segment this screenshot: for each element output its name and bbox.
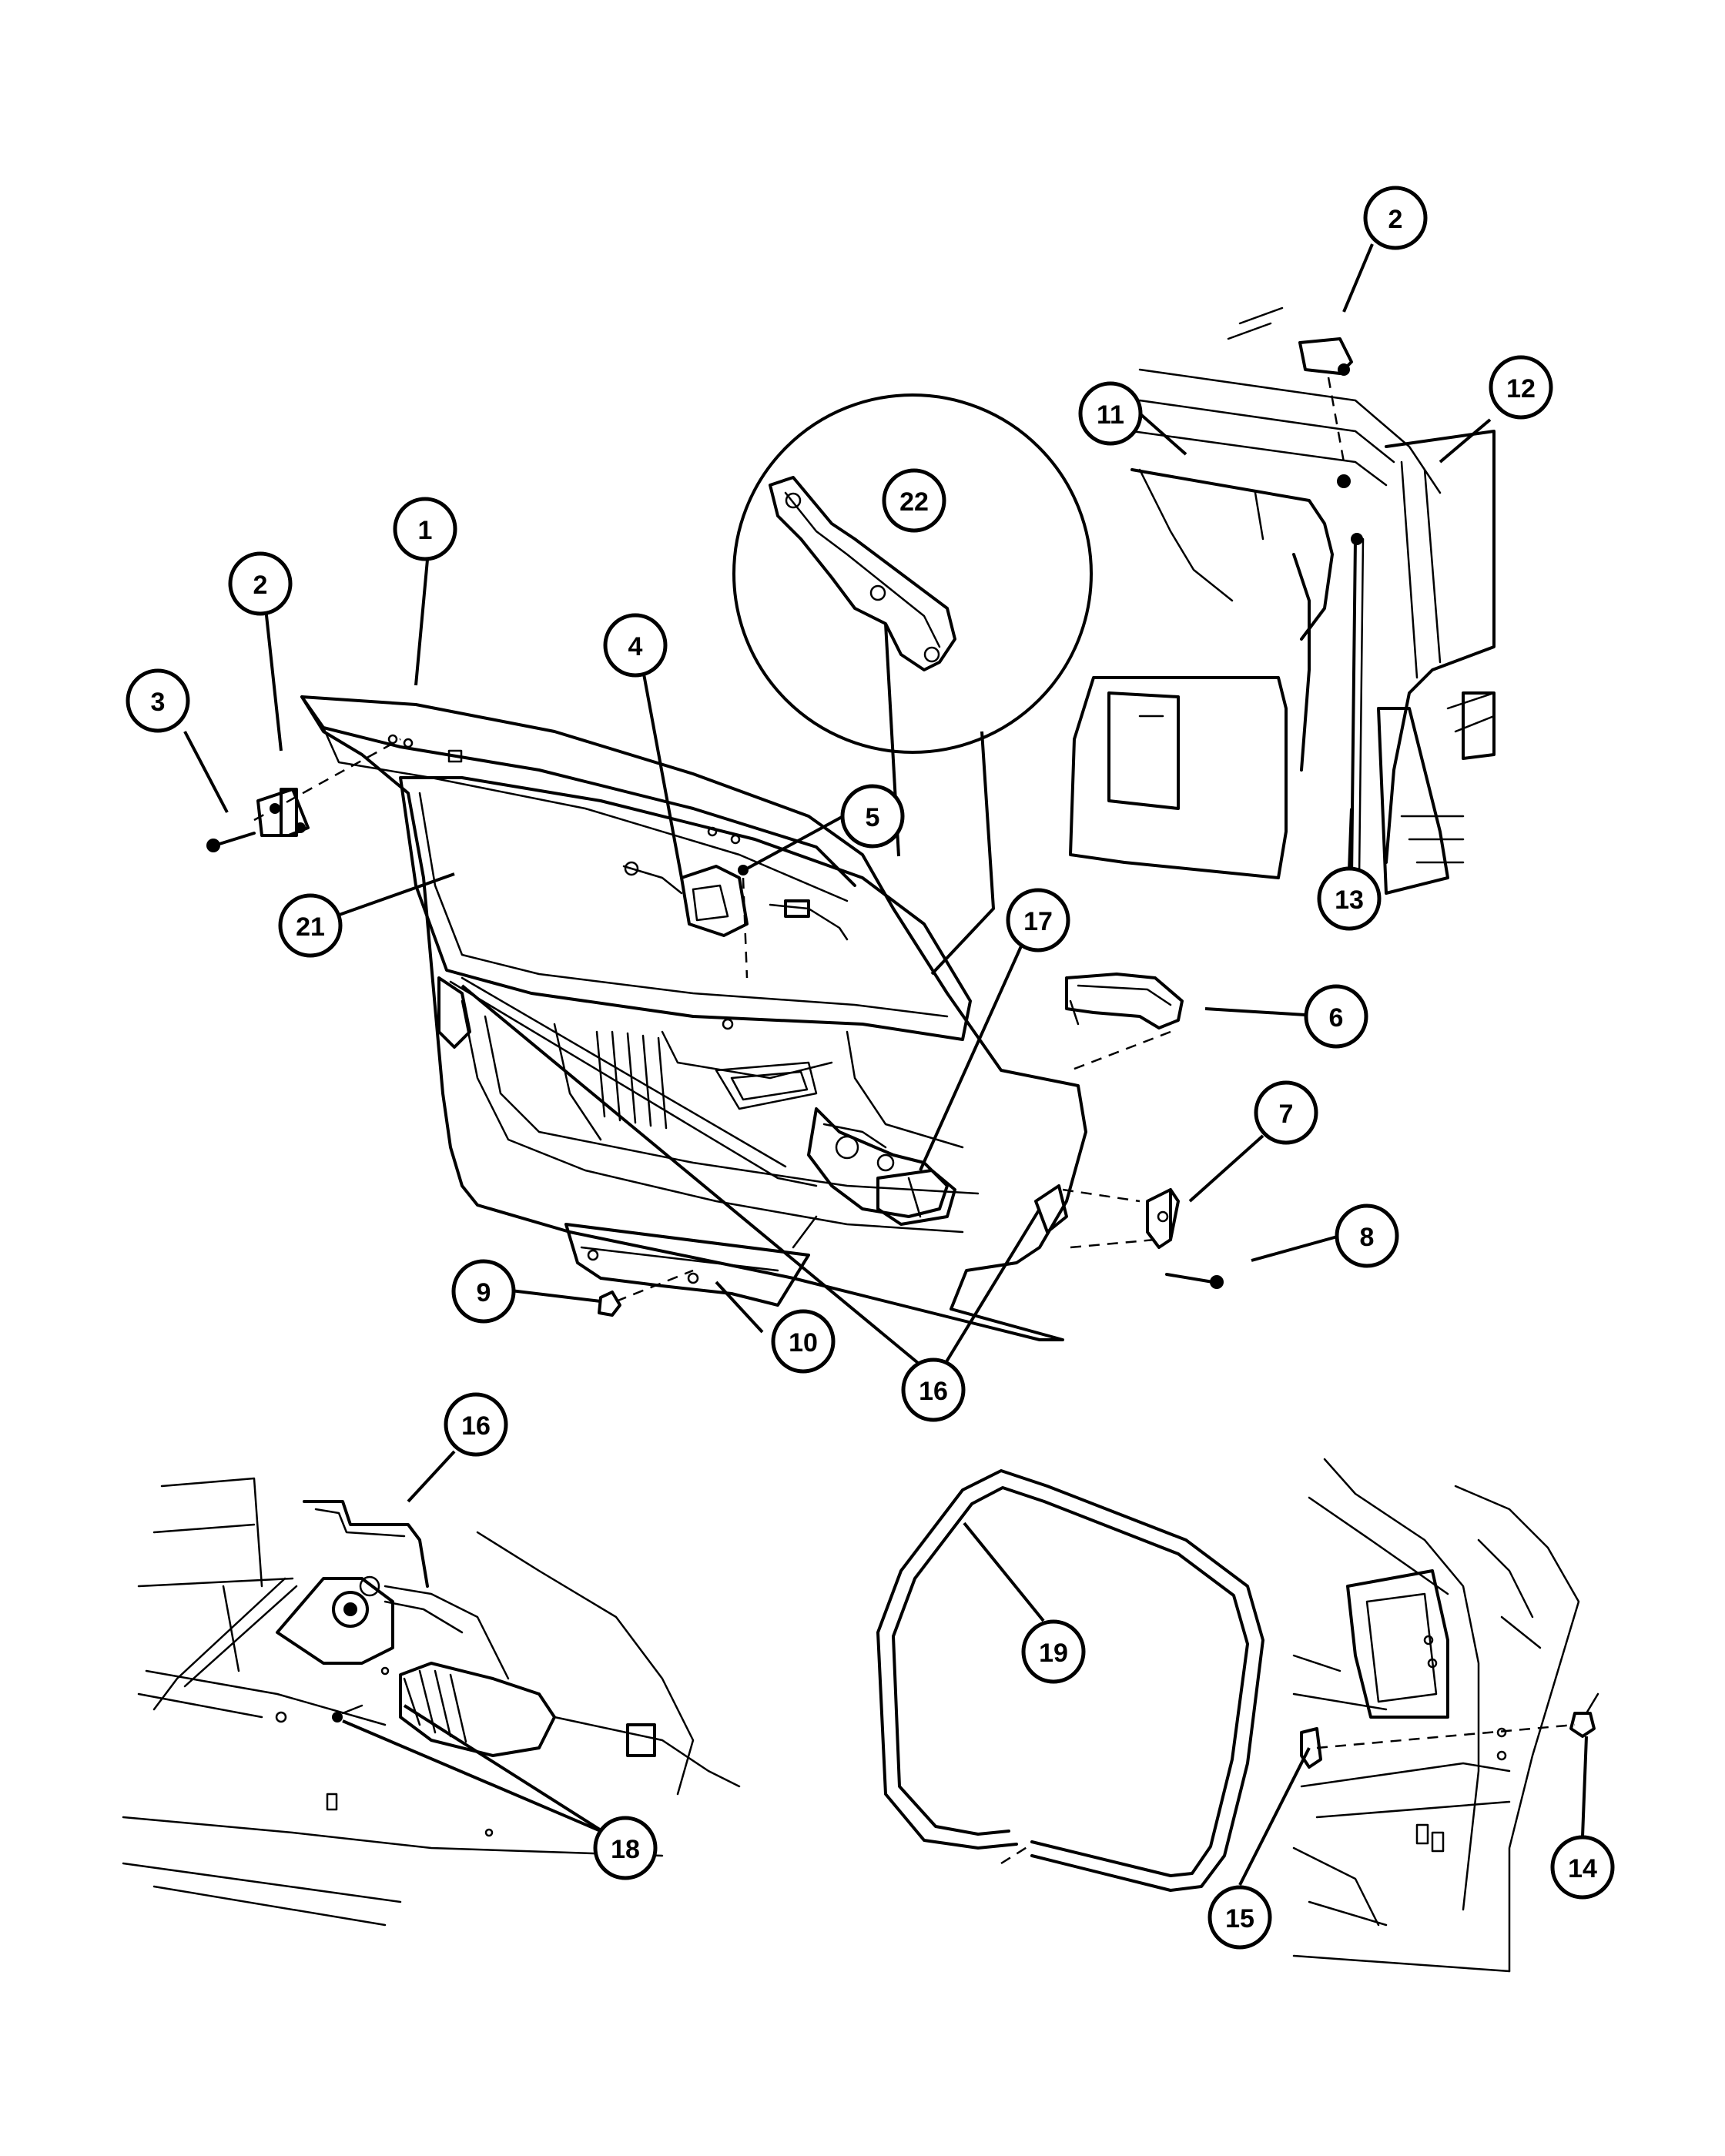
callout-label-18: 18 <box>611 1835 640 1864</box>
callout-18: 18 <box>593 1816 658 1880</box>
callout-2-top: 2 <box>1363 186 1428 250</box>
callout-15: 15 <box>1208 1885 1272 1950</box>
handle <box>1065 973 1184 1072</box>
detail-circle-reinforcement <box>732 393 1093 976</box>
callout-label-15: 15 <box>1225 1904 1254 1933</box>
callout-label-12: 12 <box>1506 374 1536 403</box>
callout-label-7: 7 <box>1279 1100 1294 1129</box>
callout-7: 7 <box>1254 1080 1318 1145</box>
callout-16-upper: 16 <box>901 1358 966 1422</box>
callout-label-1: 1 <box>418 516 433 545</box>
callout-label-9: 9 <box>477 1278 491 1307</box>
callout-11: 11 <box>1078 381 1143 446</box>
callout-label-17: 17 <box>1023 907 1053 936</box>
callout-22: 22 <box>882 468 946 533</box>
callout-21: 21 <box>278 893 343 958</box>
callout-label-13: 13 <box>1335 886 1364 915</box>
panel-slots <box>595 1030 668 1130</box>
callout-12: 12 <box>1489 355 1553 420</box>
leader-lines <box>183 243 1588 1886</box>
callout-10: 10 <box>771 1309 836 1374</box>
callout-label-21: 21 <box>296 912 325 942</box>
callout-19: 19 <box>1021 1619 1086 1684</box>
callout-label-14: 14 <box>1568 1854 1597 1883</box>
weatherstrip <box>876 1469 1264 1892</box>
callout-label-2-top: 2 <box>1388 205 1403 234</box>
callout-label-16-upper: 16 <box>919 1377 948 1406</box>
callout-3: 3 <box>126 668 190 733</box>
callout-5: 5 <box>840 784 905 849</box>
callout-8: 8 <box>1335 1204 1399 1268</box>
callout-1: 1 <box>393 497 457 561</box>
callout-label-8: 8 <box>1360 1223 1375 1252</box>
lock-link-detail <box>122 1477 741 1927</box>
callout-4: 4 <box>603 613 668 678</box>
callout-label-6: 6 <box>1329 1003 1344 1033</box>
callout-label-3: 3 <box>151 688 166 717</box>
striker-bracket <box>1034 1184 1224 1289</box>
callout-14: 14 <box>1550 1835 1615 1900</box>
striker-detail <box>1292 1458 1599 1973</box>
callout-label-11: 11 <box>1097 400 1124 430</box>
screw-left <box>206 832 256 852</box>
callout-label-22: 22 <box>899 487 929 517</box>
callout-17: 17 <box>1006 888 1070 952</box>
vehicle-rear-view <box>1069 306 1496 895</box>
callout-9: 9 <box>451 1259 516 1324</box>
callout-label-10: 10 <box>789 1328 818 1358</box>
callout-16-lower: 16 <box>444 1392 508 1457</box>
callout-13: 13 <box>1317 866 1382 931</box>
latch-assembly <box>622 861 849 979</box>
callout-label-16-lower: 16 <box>461 1411 491 1441</box>
callout-label-19: 19 <box>1039 1639 1068 1668</box>
callout-label-4: 4 <box>628 632 643 661</box>
callout-6: 6 <box>1304 984 1368 1049</box>
cover-plate <box>564 1215 818 1307</box>
callout-2-left: 2 <box>228 551 293 616</box>
liftgate-assembly <box>253 695 1087 1341</box>
nut-9 <box>598 1269 694 1317</box>
hinge-left <box>256 788 310 837</box>
callout-label-2-left: 2 <box>253 571 268 600</box>
callout-label-5: 5 <box>866 803 880 832</box>
